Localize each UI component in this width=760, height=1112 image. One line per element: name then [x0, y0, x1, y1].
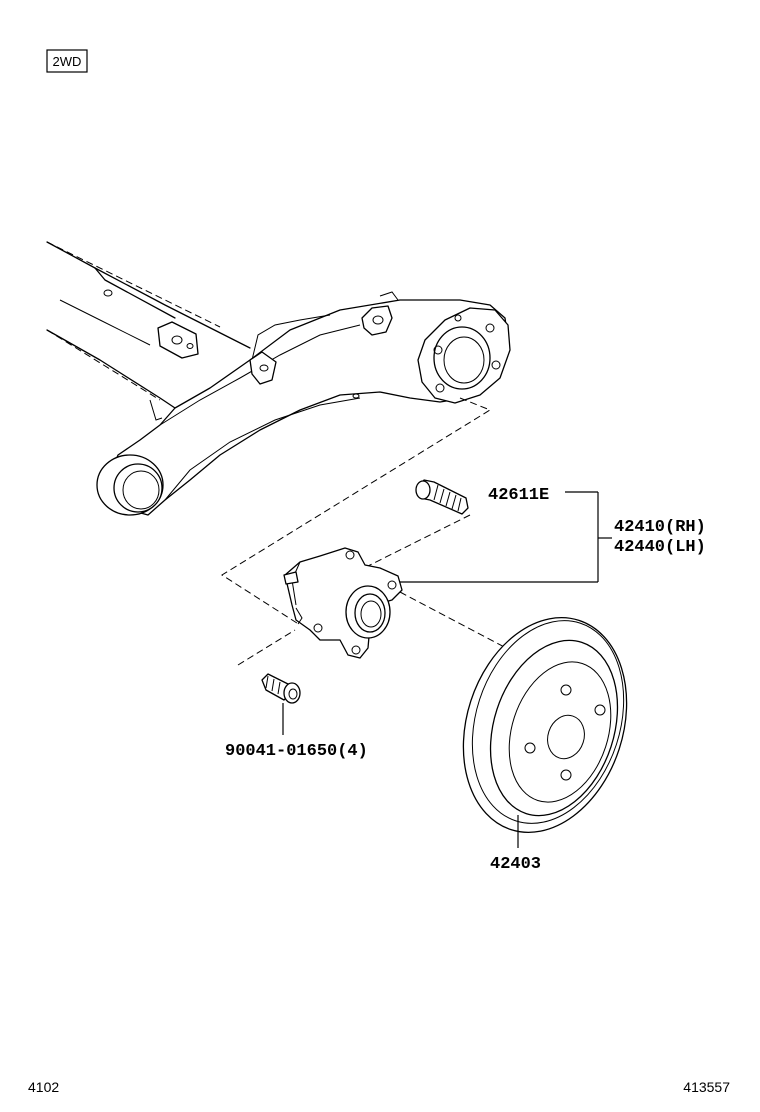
part-label-drum: 42403	[490, 855, 541, 874]
rear-axle-beam-illustration	[46, 241, 511, 516]
part-label-hub-rh: 42410(RH)	[614, 518, 706, 537]
brake-drum-illustration	[462, 616, 628, 848]
mounting-bolt-illustration	[261, 673, 301, 735]
drive-type-badge: 2WD	[46, 49, 88, 73]
part-label-bolt: 90041-01650(4)	[225, 742, 368, 761]
hub-group-leader	[400, 491, 612, 583]
part-label-hub-bolt: 42611E	[488, 486, 549, 505]
footer-left-code: 4102	[28, 1079, 59, 1095]
badge-label: 2WD	[53, 54, 82, 69]
part-label-hub-lh: 42440(LH)	[614, 538, 706, 557]
hub-bolt-illustration	[415, 479, 469, 515]
footer-right-code: 413557	[683, 1079, 730, 1095]
hub-bearing-illustration	[283, 547, 403, 659]
assembly-guide-lines	[221, 397, 511, 666]
